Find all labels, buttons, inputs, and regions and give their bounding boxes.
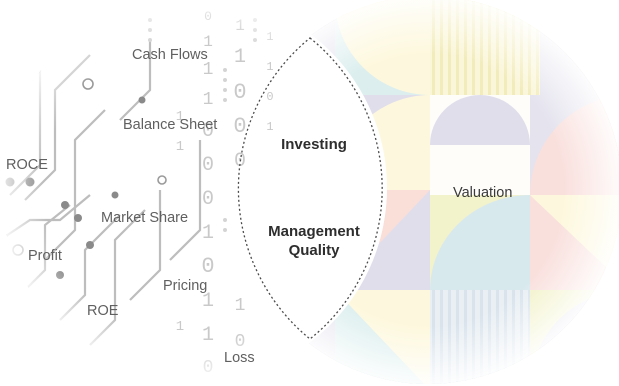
label-loss: Loss <box>224 350 255 366</box>
label-cash-flows: Cash Flows <box>132 47 208 63</box>
label-valuation: Valuation <box>453 185 512 201</box>
label-management: Management <box>268 223 360 240</box>
label-profit: Profit <box>28 248 62 264</box>
label-roe: ROE <box>87 303 119 319</box>
label-market-share: Market Share <box>101 210 188 226</box>
label-investing: Investing <box>281 136 347 153</box>
label-pricing: Pricing <box>163 278 207 294</box>
label-balance-sheet: Balance Sheet <box>123 117 217 133</box>
left-circle: 01 11 00 01 01 10 11 00 01 0 11 1 11 01 <box>1 0 387 381</box>
label-roce: ROCE <box>6 157 48 173</box>
label-quality: Quality <box>289 242 341 259</box>
